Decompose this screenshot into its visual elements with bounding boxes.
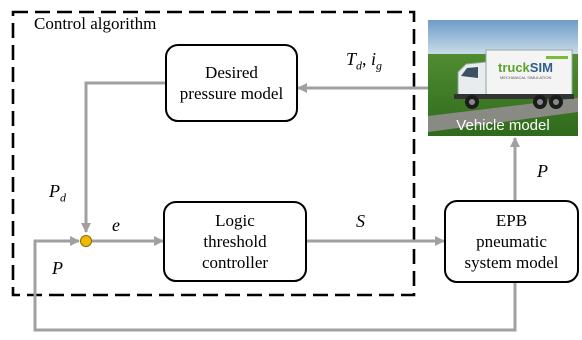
truck-illustration: truckSIM MECHANICAL SIMULATION: [428, 20, 578, 136]
arrow-feedback-loop: [33, 236, 517, 332]
epb-pneumatic-system-label: EPB pneumatic system model: [464, 211, 559, 272]
vehicle-model-caption: Vehicle model: [456, 117, 550, 134]
desired-pressure-model-label: Desired pressure model: [179, 63, 284, 103]
arrow-desired-pressure-to-sum: [81, 81, 165, 233]
signal-pd-label: Pd: [49, 181, 66, 205]
signal-feedback-pressure-label: P: [52, 258, 63, 278]
signal-switch-label: S: [356, 211, 365, 231]
signal-output-pressure-label: P: [537, 161, 548, 181]
epb-pneumatic-system-block: EPB pneumatic system model: [444, 200, 579, 283]
truck-logo: truckSIM: [498, 60, 553, 75]
signal-td-ig-label: Td, ig: [346, 49, 383, 73]
logic-threshold-controller-label: Logic threshold controller: [201, 211, 269, 272]
signal-error-label: e: [112, 215, 120, 235]
vehicle-model-image: truckSIM MECHANICAL SIMULATION Vehicle m…: [428, 20, 578, 136]
summing-node: [80, 235, 92, 247]
desired-pressure-model-block: Desired pressure model: [165, 44, 298, 122]
truck-tagline: MECHANICAL SIMULATION: [500, 75, 551, 80]
logic-threshold-controller-block: Logic threshold controller: [163, 201, 307, 282]
control-algorithm-title: Control algorithm: [34, 14, 157, 33]
control-algorithm-container: [11, 10, 416, 297]
